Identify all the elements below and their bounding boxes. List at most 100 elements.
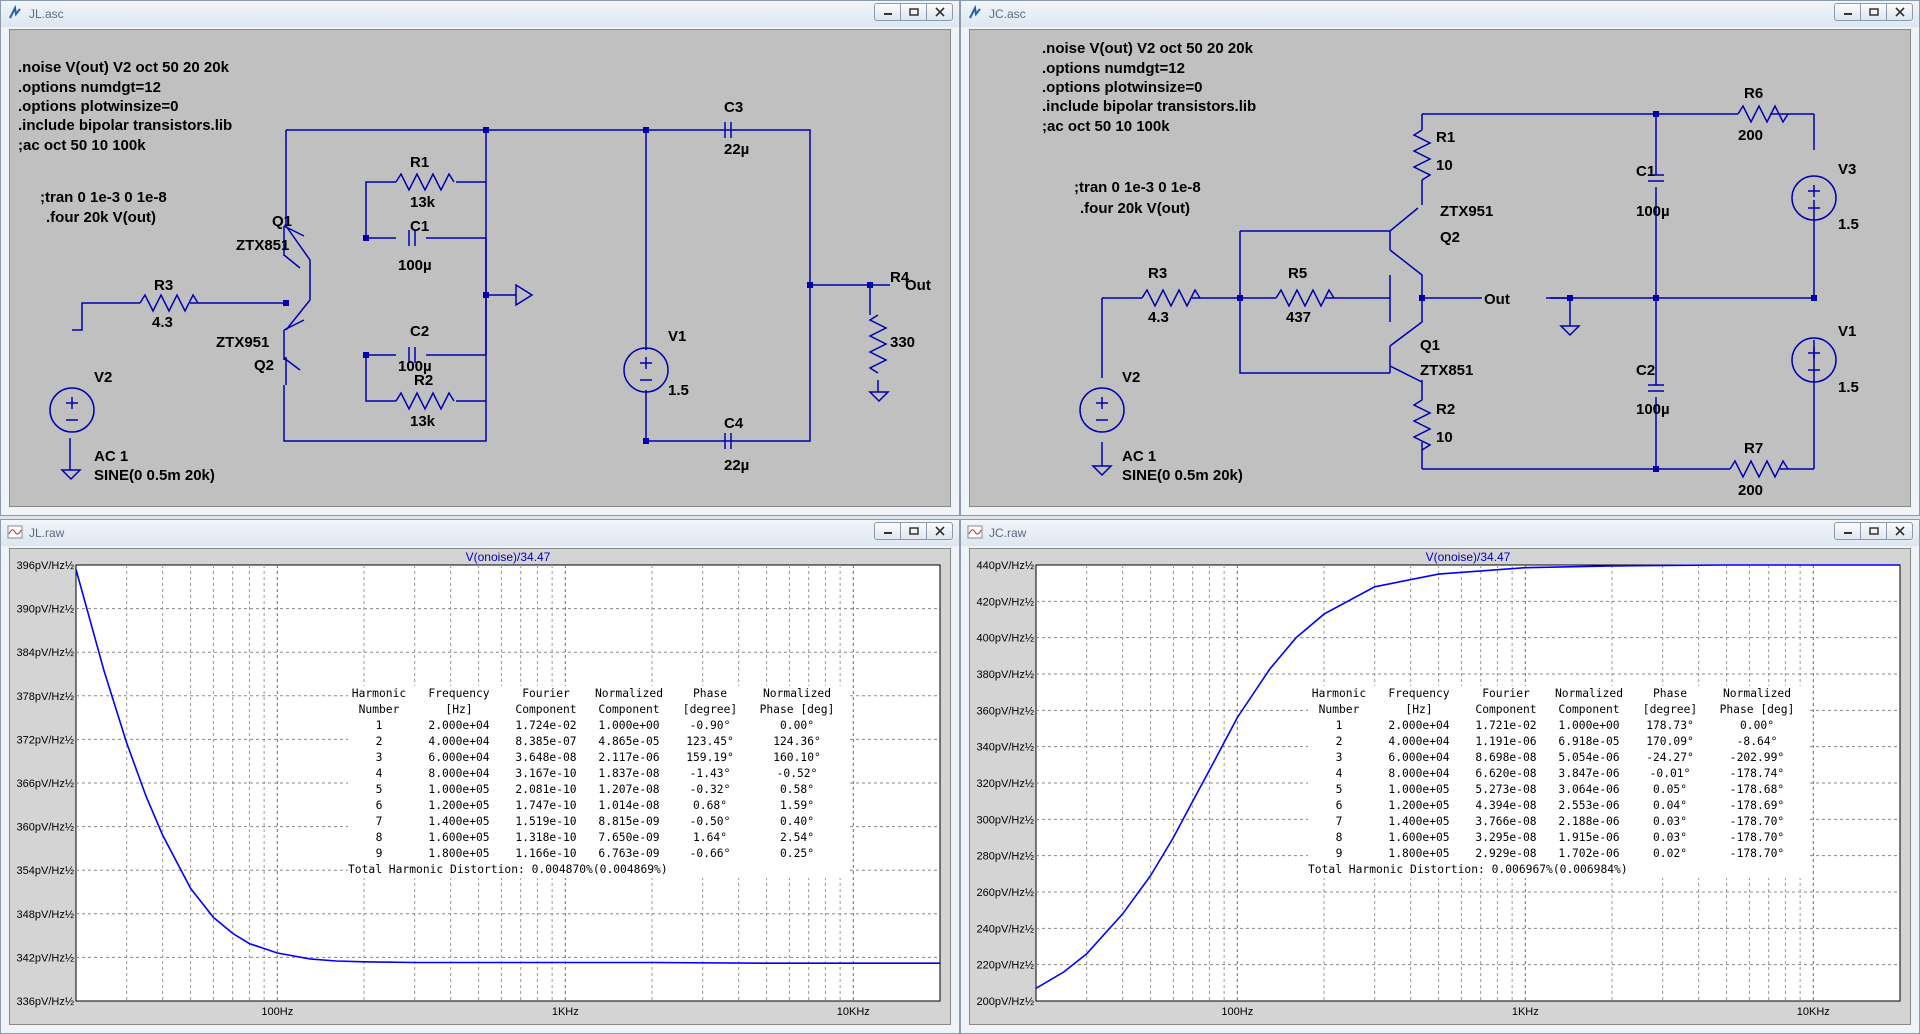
restore-button[interactable]	[900, 3, 927, 21]
minimize-icon	[1843, 13, 1852, 15]
label-v1-value: 1.5	[1838, 379, 1859, 396]
table-cell: 0.58°	[779, 783, 814, 796]
table-cell: 4.000e+04	[1388, 735, 1450, 748]
window-title: JC.asc	[989, 7, 1026, 21]
table-cell: 8.385e-07	[515, 735, 577, 748]
table-cell: 1.724e-02	[515, 719, 577, 732]
thd-summary: Total Harmonic Distortion: 0.006967%(0.0…	[1308, 863, 1628, 876]
restore-icon	[908, 8, 919, 16]
label-r2-value: 10	[1436, 429, 1453, 446]
y-tick-label: 260pV/Hz½	[977, 887, 1034, 899]
table-cell: 1.318e-10	[515, 831, 577, 844]
directive: .options plotwinsize=0	[1042, 79, 1202, 96]
table-cell: 6.000e+04	[1388, 751, 1450, 764]
label-c1: C1	[1636, 163, 1655, 180]
table-cell: -8.64°	[1736, 735, 1778, 748]
restore-button[interactable]	[900, 522, 927, 540]
table-cell: 1.800e+05	[428, 847, 490, 860]
table-cell: 8.815e-09	[598, 815, 660, 828]
table-cell: [Hz]	[1405, 703, 1433, 716]
directive: .noise V(out) V2 oct 50 20 20k	[1042, 40, 1254, 57]
table-cell: 1.200e+05	[428, 799, 490, 812]
table-cell: 3.295e-08	[1475, 831, 1537, 844]
table-cell: 1.721e-02	[1475, 719, 1537, 732]
x-tick-label: 10KHz	[1797, 1006, 1830, 1018]
minimize-button[interactable]	[874, 3, 901, 21]
table-cell: 3.648e-08	[515, 751, 577, 764]
table-cell: 1.915e-06	[1558, 831, 1620, 844]
y-tick-label: 340pV/Hz½	[977, 742, 1034, 754]
table-cell: 0.03°	[1652, 831, 1687, 844]
table-cell: Fourier	[522, 687, 570, 700]
resistor-r1	[1412, 129, 1432, 181]
table-cell: Normalized	[1554, 687, 1623, 700]
table-cell: Normalized	[1722, 687, 1791, 700]
close-button[interactable]	[1886, 3, 1913, 21]
label-c2-value: 100µ	[1636, 401, 1670, 418]
label-q1-model: ZTX851	[1420, 362, 1473, 379]
minimize-icon	[883, 532, 892, 534]
capacitor-c3	[724, 122, 732, 138]
table-cell: 2.929e-08	[1475, 847, 1537, 860]
table-cell: 1	[375, 719, 383, 732]
table-cell: Number	[1318, 703, 1360, 716]
y-tick-label: 396pV/Hz½	[17, 560, 74, 572]
table-cell: 7.650e-09	[598, 831, 660, 844]
minimize-button[interactable]	[1834, 522, 1861, 540]
table-cell: 2.000e+04	[428, 719, 490, 732]
window-titlebar[interactable]: JL.asc	[1, 1, 959, 27]
label-r2: R2	[1436, 401, 1455, 418]
label-v2-ac: AC 1	[94, 448, 128, 465]
table-cell: 1.191e-06	[1475, 735, 1537, 748]
resistor-r6	[1737, 104, 1789, 124]
table-cell: Frequency	[428, 687, 490, 700]
close-button[interactable]	[926, 522, 953, 540]
jl-schematic-window: JL.asc .noise V(out) V2 oct 50 20 20k .o…	[0, 0, 960, 516]
resistor-r7	[1729, 459, 1789, 479]
label-r2-value: 13k	[410, 413, 436, 430]
label-r5: R5	[1288, 265, 1307, 282]
label-v2-ac: AC 1	[1122, 448, 1156, 465]
table-cell: 1.59°	[779, 799, 814, 812]
table-cell: Component	[515, 703, 577, 716]
table-cell: 6	[1335, 799, 1343, 812]
transistor-q1	[283, 225, 305, 269]
table-cell: 1.400e+05	[1388, 815, 1450, 828]
window-titlebar[interactable]: JL.raw	[1, 520, 959, 546]
jc-schematic-canvas[interactable]: .noise V(out) V2 oct 50 20 20k .options …	[969, 29, 1911, 507]
label-r6-value: 200	[1738, 127, 1763, 144]
voltage-source-v2	[1079, 387, 1125, 433]
label-c4: C4	[724, 415, 744, 432]
jl-schematic-canvas[interactable]: .noise V(out) V2 oct 50 20 20k .options …	[9, 29, 951, 507]
table-cell: 159.19°	[686, 751, 734, 764]
label-v2-sine: SINE(0 0.5m 20k)	[1122, 467, 1243, 484]
directive: ;tran 0 1e-3 0 1e-8	[1074, 179, 1201, 196]
window-titlebar[interactable]: JC.asc	[961, 1, 1919, 27]
minimize-button[interactable]	[1834, 3, 1861, 21]
y-tick-label: 400pV/Hz½	[977, 633, 1034, 645]
close-button[interactable]	[1886, 522, 1913, 540]
restore-button[interactable]	[1860, 522, 1887, 540]
trace-label: V(onoise)/34.47	[466, 550, 551, 564]
label-r1: R1	[1436, 129, 1455, 146]
close-button[interactable]	[926, 3, 953, 21]
table-cell: 2	[375, 735, 383, 748]
table-cell: 170.09°	[1646, 735, 1694, 748]
label-c4-value: 22µ	[724, 457, 749, 474]
voltage-source-v1	[1791, 337, 1837, 383]
window-titlebar[interactable]: JC.raw	[961, 520, 1919, 546]
ground-symbol	[868, 391, 890, 403]
label-q2: Q2	[254, 357, 274, 374]
label-r7-value: 200	[1738, 482, 1763, 499]
table-cell: 5	[1335, 783, 1343, 796]
minimize-button[interactable]	[874, 522, 901, 540]
resistor-r1	[395, 172, 455, 192]
resistor-r2	[395, 391, 455, 411]
restore-button[interactable]	[1860, 3, 1887, 21]
